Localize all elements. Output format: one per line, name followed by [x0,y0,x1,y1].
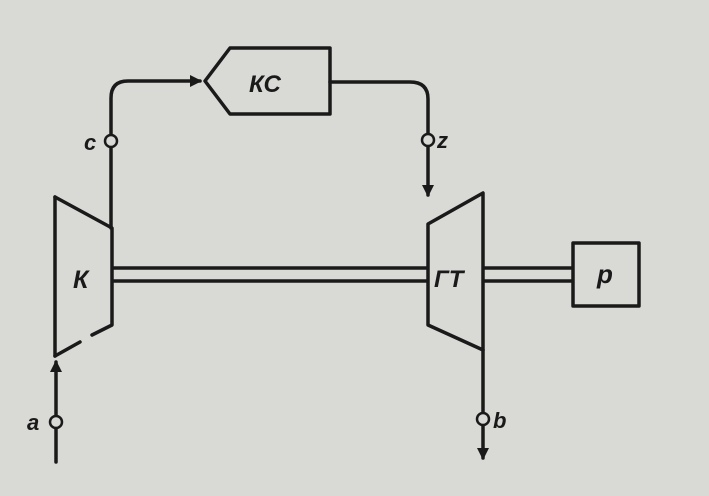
point-z-marker [420,132,436,148]
compressor-label: К [73,266,90,294]
combustion-chamber-label: КС [249,71,281,98]
pipe-c-to-kc [109,75,202,137]
point-z-label: z [436,128,448,153]
point-c-marker [103,133,119,149]
load-label: р [596,259,613,289]
point-b-marker [475,411,491,427]
pipe-kc-to-z [328,80,430,136]
load-box [571,241,641,308]
point-b-label: b [493,408,506,433]
gas-turbine-shape [426,191,485,352]
combustion-chamber-shape [203,46,332,116]
gas-turbine-label: ГТ [434,266,466,293]
point-a-label: a [27,410,39,435]
point-a-marker [48,414,64,430]
point-c-label: c [84,130,96,155]
